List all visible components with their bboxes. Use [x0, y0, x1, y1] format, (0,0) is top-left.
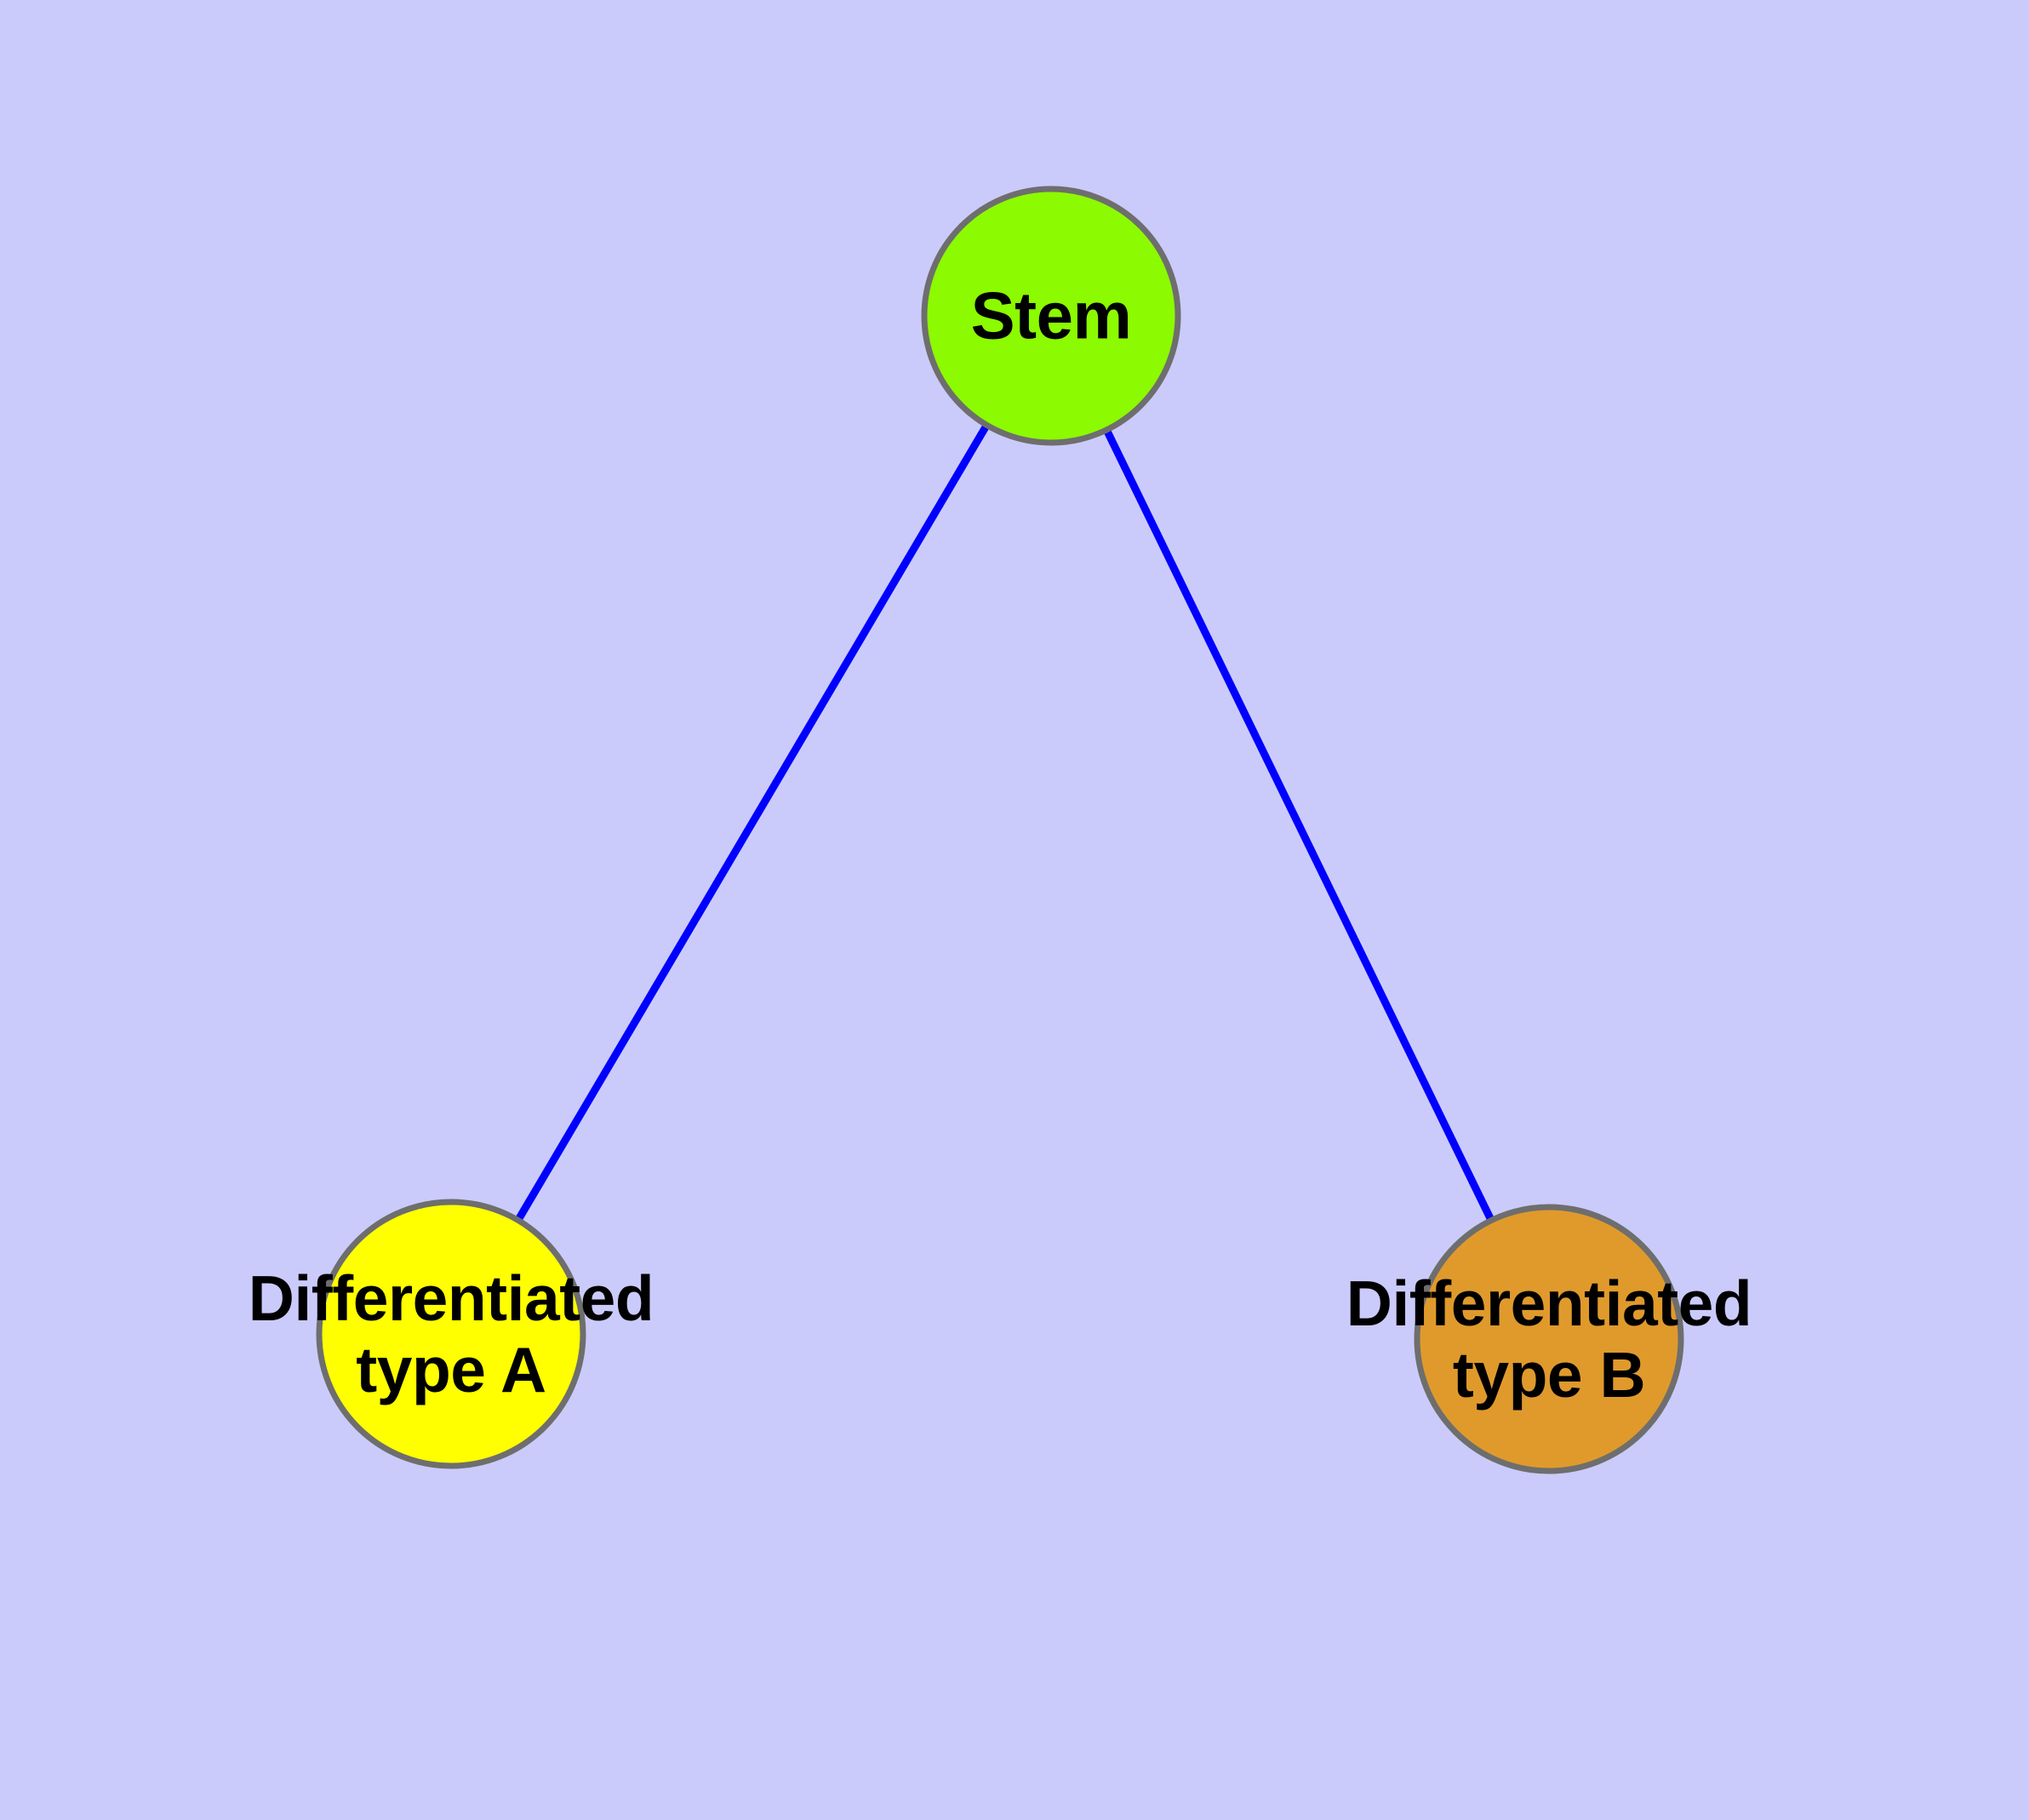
node-differentiated-type-a[interactable]	[316, 1199, 586, 1469]
edge-stem-to-differentiated-type-b[interactable]	[1103, 428, 1495, 1222]
node-layer	[316, 186, 1684, 1474]
node-stem[interactable]	[921, 186, 1181, 446]
node-differentiated-type-b[interactable]	[1414, 1204, 1684, 1474]
edge-layer	[514, 423, 1495, 1222]
edge-stem-to-differentiated-type-a[interactable]	[514, 423, 991, 1222]
